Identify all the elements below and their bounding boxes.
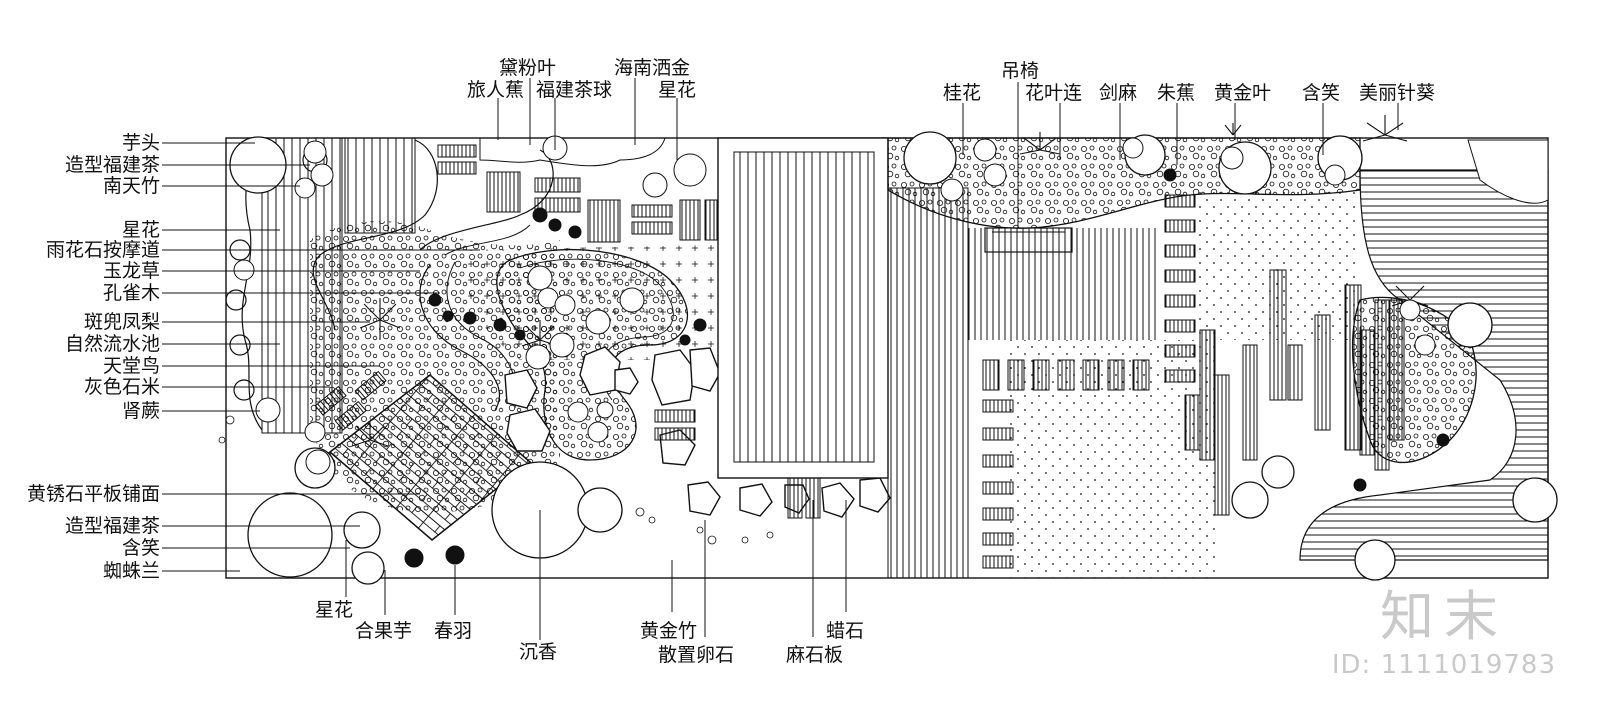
label-shaped-fujian-tea: 造型福建茶 [64, 154, 160, 176]
label-star-flower-top: 星花 [658, 79, 697, 101]
label-philodendron: 春羽 [434, 620, 473, 642]
granite-slab-steps [654, 409, 821, 519]
natural-stream [419, 149, 554, 251]
label-michelia: 含笑 [121, 537, 160, 559]
yellow-rust-stone-paving [328, 374, 532, 541]
label-sisal: 剑麻 [1099, 82, 1138, 104]
right-timber-deck [887, 187, 969, 579]
label-nandina: 南天竹 [102, 175, 160, 197]
label-michelia-top: 含笑 [1302, 82, 1341, 104]
label-pygmy-date-palm: 美丽针葵 [1359, 82, 1436, 104]
stepping-slabs-right [982, 194, 1196, 569]
label-star-flower-bottom: 星花 [315, 599, 354, 621]
label-golden-bamboo: 黄金竹 [640, 620, 698, 642]
label-granite-slab: 麻石板 [786, 644, 844, 666]
stream-loop [419, 264, 501, 411]
far-right-deck [1299, 169, 1549, 561]
leader-lines-top [497, 78, 1399, 228]
upper-left-deck [344, 137, 416, 234]
dense-shrubs [404, 168, 1450, 568]
label-osmanthus: 桂花 [943, 82, 982, 104]
rockery-pond [1351, 296, 1477, 463]
scattered-pebbles [218, 415, 774, 545]
label-scattered-pebbles: 散置卵石 [658, 644, 735, 666]
label-pebble-massage-path: 雨花石按摩道 [45, 239, 160, 261]
diagonal-step-slabs [314, 370, 387, 431]
label-fujian-tea-ball: 福建茶球 [536, 79, 613, 101]
label-star-flower-left: 星花 [121, 219, 160, 241]
label-natural-stream-pool: 自然流水池 [64, 333, 160, 355]
label-agarwood: 沉香 [519, 641, 558, 663]
palm-symbols [351, 115, 1429, 447]
label-false-aralia: 孔雀木 [102, 282, 160, 304]
label-boston-fern: 肾蕨 [121, 400, 160, 422]
stepping-slabs-top [437, 144, 718, 243]
label-bird-of-paradise: 天堂鸟 [102, 355, 160, 377]
label-golden-leaf: 黄金叶 [1214, 82, 1272, 104]
label-dieffenbachia: 黛粉叶 [499, 57, 557, 79]
gravel-bed-top [479, 137, 666, 167]
leader-lines-bottom [345, 500, 847, 640]
label-taro: 芋头 [121, 132, 160, 154]
watermark-logo: 知末 [1380, 585, 1508, 648]
label-wax-stone: 蜡石 [826, 620, 865, 642]
label-croton: 海南洒金 [614, 57, 691, 79]
shrub-clusters [233, 135, 1436, 475]
label-mondo-grass: 玉龙草 [102, 260, 160, 282]
label-syngonium: 合果芋 [355, 620, 413, 642]
label-travellers-palm: 旅人蕉 [467, 79, 525, 101]
label-spider-lily: 蜘蛛兰 [102, 560, 160, 582]
label-bromeliad: 斑兜凤梨 [83, 311, 160, 333]
label-shaped-fujian-tea-2: 造型福建茶 [64, 515, 160, 537]
watermark-id: ID: 1111019783 [1331, 650, 1556, 680]
label-hanging-chair: 吊椅 [1001, 60, 1040, 82]
leader-lines-left [162, 142, 480, 572]
label-grey-gravel: 灰色石米 [83, 376, 160, 398]
label-cordyline: 朱蕉 [1157, 82, 1196, 104]
label-rust-stone-paving: 黄锈石平板铺面 [26, 483, 160, 505]
label-variegated-canna: 花叶连 [1025, 82, 1083, 104]
